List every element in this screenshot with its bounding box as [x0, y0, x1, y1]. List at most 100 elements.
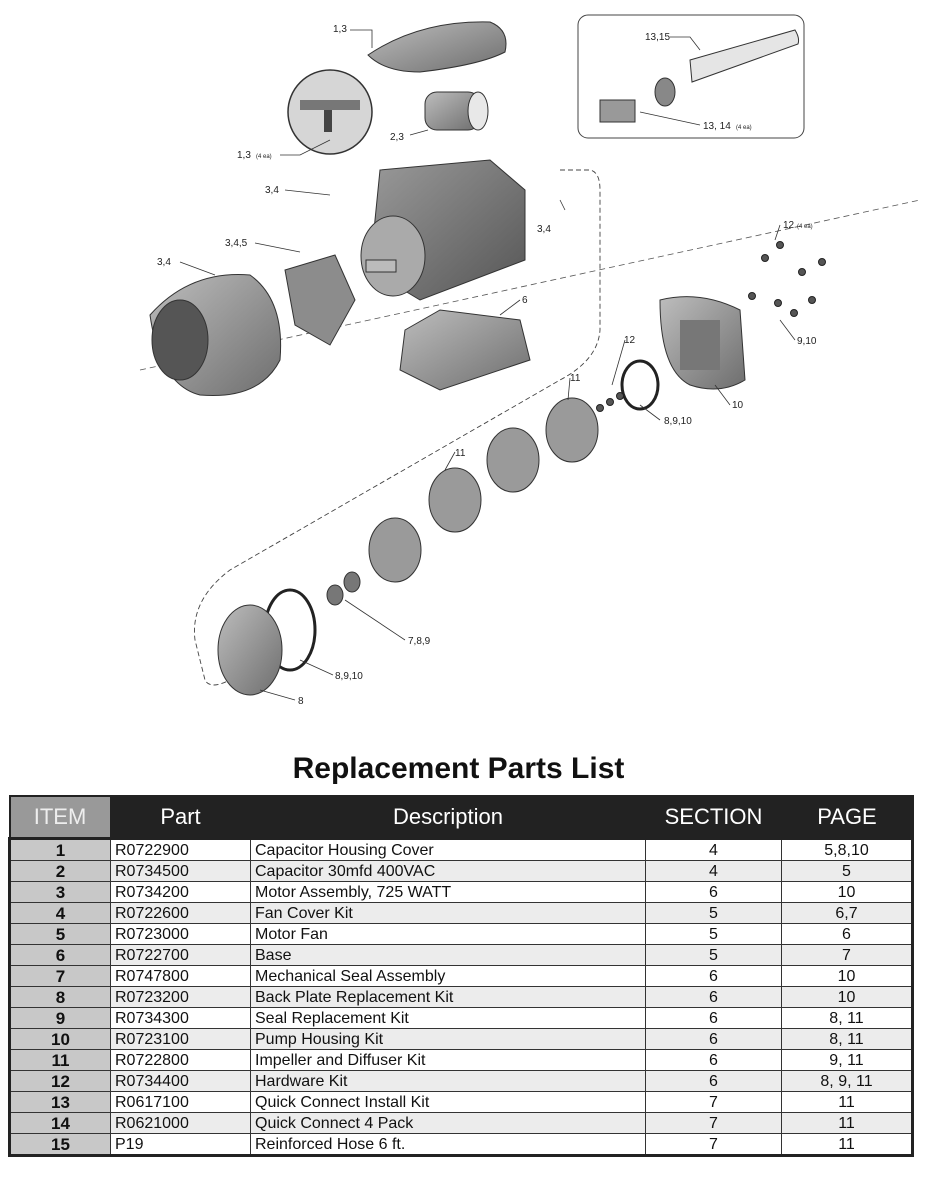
- page-number: 8, 11: [781, 1007, 913, 1029]
- capacitor-housing-cover: [367, 21, 507, 73]
- callout-3-4-screws: 3,4: [265, 185, 279, 196]
- item-number: 8: [9, 986, 111, 1008]
- part-number: R0734200: [110, 881, 251, 903]
- callout-2-3: 2,3: [390, 132, 404, 143]
- section-number: 6: [645, 1049, 782, 1071]
- callout-10: 10: [732, 400, 744, 411]
- capacitor: [424, 91, 489, 131]
- section-number: 4: [645, 838, 782, 861]
- header-page: PAGE: [780, 795, 914, 840]
- callout-8-9-10-top: 8,9,10: [664, 416, 692, 427]
- part-number: R0734400: [110, 1070, 251, 1092]
- motor-assembly: [360, 159, 526, 301]
- page-number: 6,7: [781, 902, 913, 924]
- cover-screw-detail: [287, 69, 373, 155]
- part-description: Capacitor 30mfd 400VAC: [250, 860, 646, 882]
- section-number: 6: [645, 986, 782, 1008]
- page-number: 8, 11: [781, 1028, 913, 1050]
- section-number: 5: [645, 944, 782, 966]
- motor-fan: [284, 254, 356, 346]
- item-number: 3: [9, 881, 111, 903]
- exploded-parts-diagram: 1,3 1,3 (4 ea) 2,3 3,4 3,4 3,4,5 3,4 6 1…: [139, 14, 921, 707]
- item-number: 11: [9, 1049, 111, 1071]
- page-title: Replacement Parts List: [292, 752, 625, 785]
- header-description: Description: [249, 795, 647, 840]
- page-number: 10: [781, 881, 913, 903]
- hardware-nuts: [596, 241, 826, 412]
- callout-8: 8: [298, 696, 304, 707]
- part-number: R0722700: [110, 944, 251, 966]
- callout-3-4-5: 3,4,5: [225, 238, 248, 249]
- part-description: Mechanical Seal Assembly: [250, 965, 646, 987]
- section-number: 6: [645, 1028, 782, 1050]
- part-description: Impeller and Diffuser Kit: [250, 1049, 646, 1071]
- part-description: Base: [250, 944, 646, 966]
- item-number: 4: [9, 902, 111, 924]
- section-number: 7: [645, 1133, 782, 1156]
- pump-housing: [659, 296, 746, 390]
- part-description: Hardware Kit: [250, 1070, 646, 1092]
- page-number: 8, 9, 11: [781, 1070, 913, 1092]
- part-description: Fan Cover Kit: [250, 902, 646, 924]
- page-number: 11: [781, 1091, 913, 1113]
- page-number: 10: [781, 965, 913, 987]
- mechanical-seal: [326, 571, 361, 606]
- page-number: 9, 11: [781, 1049, 913, 1071]
- part-description: Reinforced Hose 6 ft.: [250, 1133, 646, 1156]
- section-number: 7: [645, 1112, 782, 1134]
- part-description: Capacitor Housing Cover: [250, 838, 646, 861]
- page-number: 11: [781, 1112, 913, 1134]
- callout-12-top: 12: [783, 220, 795, 231]
- callout-3-4-motor: 3,4: [537, 224, 551, 235]
- housing-o-ring: [620, 359, 660, 411]
- part-number: R0723100: [110, 1028, 251, 1050]
- page-number: 5,8,10: [781, 838, 913, 861]
- item-number: 2: [9, 860, 111, 882]
- motor-base: [399, 309, 531, 391]
- item-number: 13: [9, 1091, 111, 1113]
- item-number: 9: [9, 1007, 111, 1029]
- section-number: 6: [645, 1070, 782, 1092]
- section-number: 7: [645, 1091, 782, 1113]
- section-number: 6: [645, 965, 782, 987]
- header-section: SECTION: [644, 795, 783, 840]
- section-number: 4: [645, 860, 782, 882]
- callout-13-14: 13, 14: [703, 121, 731, 132]
- quick-connect-inset: [577, 14, 805, 139]
- part-number: R0747800: [110, 965, 251, 987]
- callout-13-15: 13,15: [645, 32, 670, 43]
- header-item: ITEM: [8, 795, 112, 840]
- part-number: R0723200: [110, 986, 251, 1008]
- page-number: 10: [781, 986, 913, 1008]
- fan-cover: [149, 274, 282, 397]
- part-description: Motor Fan: [250, 923, 646, 945]
- header-part: Part: [109, 795, 252, 840]
- part-number: R0617100: [110, 1091, 251, 1113]
- item-number: 10: [9, 1028, 111, 1050]
- item-number: 1: [9, 838, 111, 861]
- page-number: 11: [781, 1133, 913, 1156]
- item-number: 7: [9, 965, 111, 987]
- callout-12-mid: 12: [624, 335, 636, 346]
- callout-8-9-10-bottom: 8,9,10: [335, 671, 363, 682]
- part-description: Seal Replacement Kit: [250, 1007, 646, 1029]
- impeller-diffuser-stack: [368, 397, 599, 583]
- callout-6: 6: [522, 295, 528, 306]
- item-number: 14: [9, 1112, 111, 1134]
- part-description: Quick Connect 4 Pack: [250, 1112, 646, 1134]
- item-number: 15: [9, 1133, 111, 1156]
- item-number: 6: [9, 944, 111, 966]
- page-number: 7: [781, 944, 913, 966]
